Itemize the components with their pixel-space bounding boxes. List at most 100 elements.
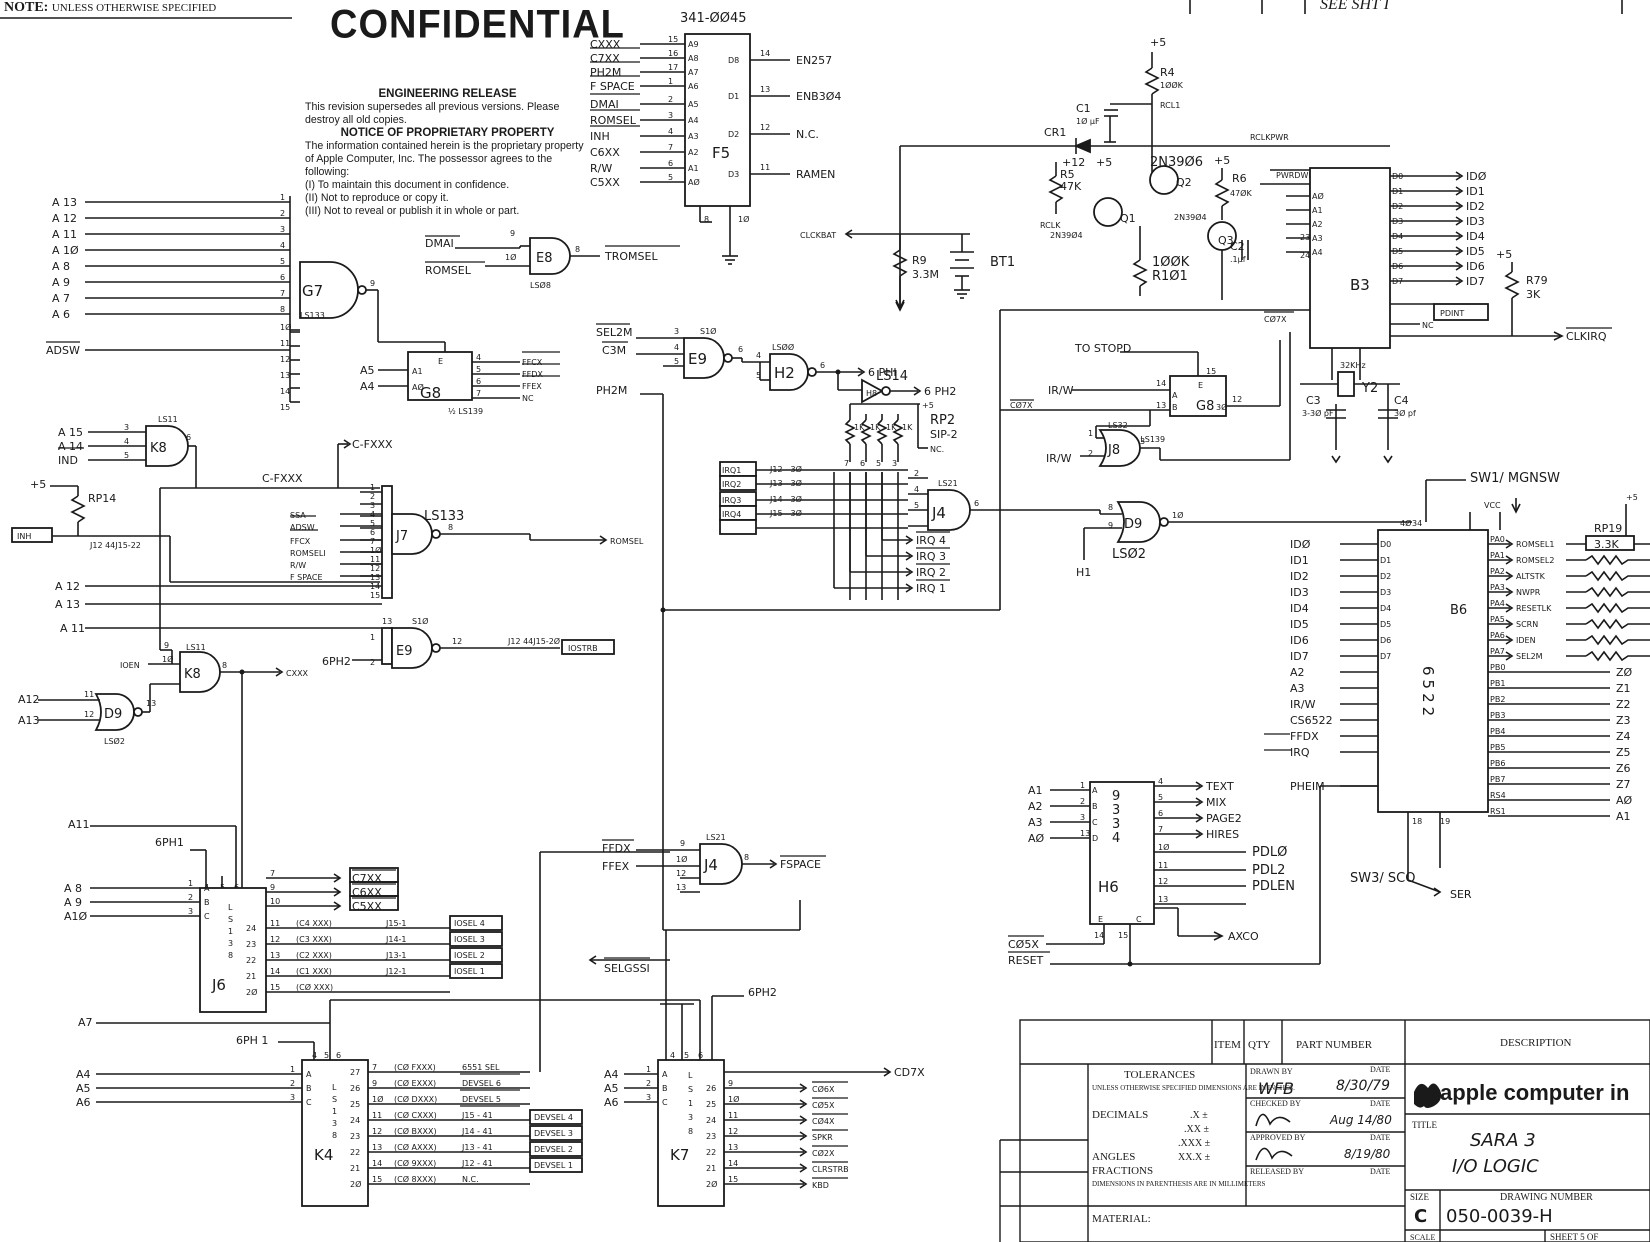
svg-text:PB4: PB4 [1490,727,1505,736]
b3-pin: D5 [1392,247,1403,256]
g8b-ref: G8 [1196,399,1214,414]
svg-text:15: 15 [1206,367,1216,376]
svg-text:10: 10 [270,897,280,906]
c2-ref: C2 [1230,240,1245,253]
svg-text:PA3: PA3 [1490,583,1505,592]
svg-text:11: 11 [280,339,290,348]
b6-part: 6522 [1419,666,1437,720]
svg-text:15: 15 [372,1175,382,1184]
chip-k8b: K8 LS11 IOEN 91Ø CXXX 8 [120,641,309,900]
b3-pin: D2 [1392,202,1403,211]
chip-d9b: D9 LSØ2 89 H1 1Ø [1076,501,1412,579]
svg-text:A: A [662,1070,668,1079]
d9b-type: LSØ2 [1112,547,1146,562]
j4b-ref: J4 [703,856,718,874]
svg-text:14: 14 [280,387,290,396]
k4-cx-label: (CØ EXXX) [394,1078,436,1088]
svg-text:RCL1: RCL1 [1160,101,1180,110]
chip-e9b: E9 S1Ø SEL2M C3M PH2M 345 6 [596,323,743,397]
svg-text:4: 4 [1112,831,1120,846]
svg-text:7: 7 [372,1063,377,1072]
chip-e8: E8 LSØ8 DMAI ROMSEL 1Ø9 8 TROMSEL [425,229,680,290]
svg-text:12: 12 [452,637,462,646]
svg-text:5: 5 [756,371,761,380]
b6-z-label: Z2 [1616,698,1631,711]
svg-text:3: 3 [1112,803,1120,818]
tb-date-3: DATE [1370,1133,1391,1142]
svg-text:PWRDWN 27: PWRDWN 27 [1276,171,1327,180]
svg-text:1: 1 [1080,781,1085,790]
k4-devsel-label: DEVSEL 4 [534,1113,573,1122]
g8b-type: ½ LS139 [1130,435,1165,444]
h6-output-label: PDL2 [1252,863,1285,878]
svg-text:22: 22 [350,1148,360,1157]
notice-item: (I) To maintain this document in confide… [305,179,510,191]
svg-text:4: 4 [124,437,129,446]
svg-text:AØ: AØ [412,382,424,392]
b6-z-label: Z7 [1616,778,1631,791]
k4-cx-label: (CØ CXXX) [394,1110,437,1120]
svg-text:9: 9 [372,1079,377,1088]
h6-input-label: A1 [1028,784,1043,797]
svg-text:12: 12 [676,869,686,878]
e9b-in-c3m: C3M [602,344,626,357]
r6-val: 47ØK [1230,188,1252,198]
g7-pin: 3 [280,225,285,234]
f5-out-pin: D3 [728,170,739,179]
svg-text:24: 24 [350,1116,360,1125]
svg-text:1Ø: 1Ø [370,545,381,555]
b3-addr-pin: AØ [1312,191,1324,201]
ser-label: SER [1450,888,1472,901]
svg-text:S: S [688,1085,693,1094]
svg-text:D0: D0 [1380,540,1391,549]
svg-text:2: 2 [290,1079,295,1088]
k4-cx-label: (CØ FXXX) [394,1062,436,1072]
approver-signature [1255,1147,1293,1161]
f5-addr-pin: A3 [688,132,699,141]
f5-part-number: 341-ØØ45 [680,11,747,26]
svg-text:D: D [1092,834,1098,843]
svg-text:23: 23 [350,1132,360,1141]
k4-output-label: J12 - 41 [461,1159,493,1168]
b6-pa-label: ALTSTK [1516,572,1546,581]
sw1-label: SW1/ MGNSW [1470,471,1560,486]
svg-text:4: 4 [914,485,919,494]
b3-io-label: ID4 [1466,230,1485,243]
g7-input-label: A 13 [52,196,77,209]
j8-ref: J8 [1107,443,1120,458]
tb-checked-date: Aug 14/80 [1329,1113,1392,1127]
h8-ref: H8 [866,389,877,398]
svg-text:PB5: PB5 [1490,743,1505,752]
k7-output-label: CLRSTRB [812,1165,849,1174]
see-sheet-note: SEE SHT I [1320,0,1390,13]
j4b-type: LS21 [706,833,726,842]
r5-ref: R5 [1060,168,1075,181]
k4-cx-label: (CØ 9XXX) [394,1158,436,1168]
f5-output-label: EN257 [796,54,832,67]
k7-input-label: A5 [604,1082,619,1095]
svg-text:26: 26 [706,1084,716,1093]
plus5-label: +5 [30,478,46,491]
b6-pa-label: IDEN [1516,636,1536,645]
k4-output-label: J13 - 41 [461,1143,493,1152]
svg-text:1: 1 [370,633,375,642]
f5-addr-pin: A4 [688,116,699,125]
svg-text:2Ø: 2Ø [706,1179,717,1189]
g7-ref: G7 [302,282,323,300]
h6-output-label: TEXT [1205,780,1234,793]
g8-type: ½ LS139 [448,407,483,416]
svg-text:C: C [306,1098,312,1107]
svg-text:3: 3 [892,459,897,468]
c3-ref: C3 [1306,394,1321,407]
f5-addr-pin: A6 [688,82,699,91]
rp2-nc: NC. [930,445,944,454]
b6-pa-label: ROMSEL2 [1516,556,1554,565]
b3-io-label: ID5 [1466,245,1485,258]
f5-output-label: RAMEN [796,168,835,181]
svg-text:5: 5 [674,357,679,366]
j6-j-label: J13-1 [385,951,407,960]
svg-text:14: 14 [270,967,280,976]
